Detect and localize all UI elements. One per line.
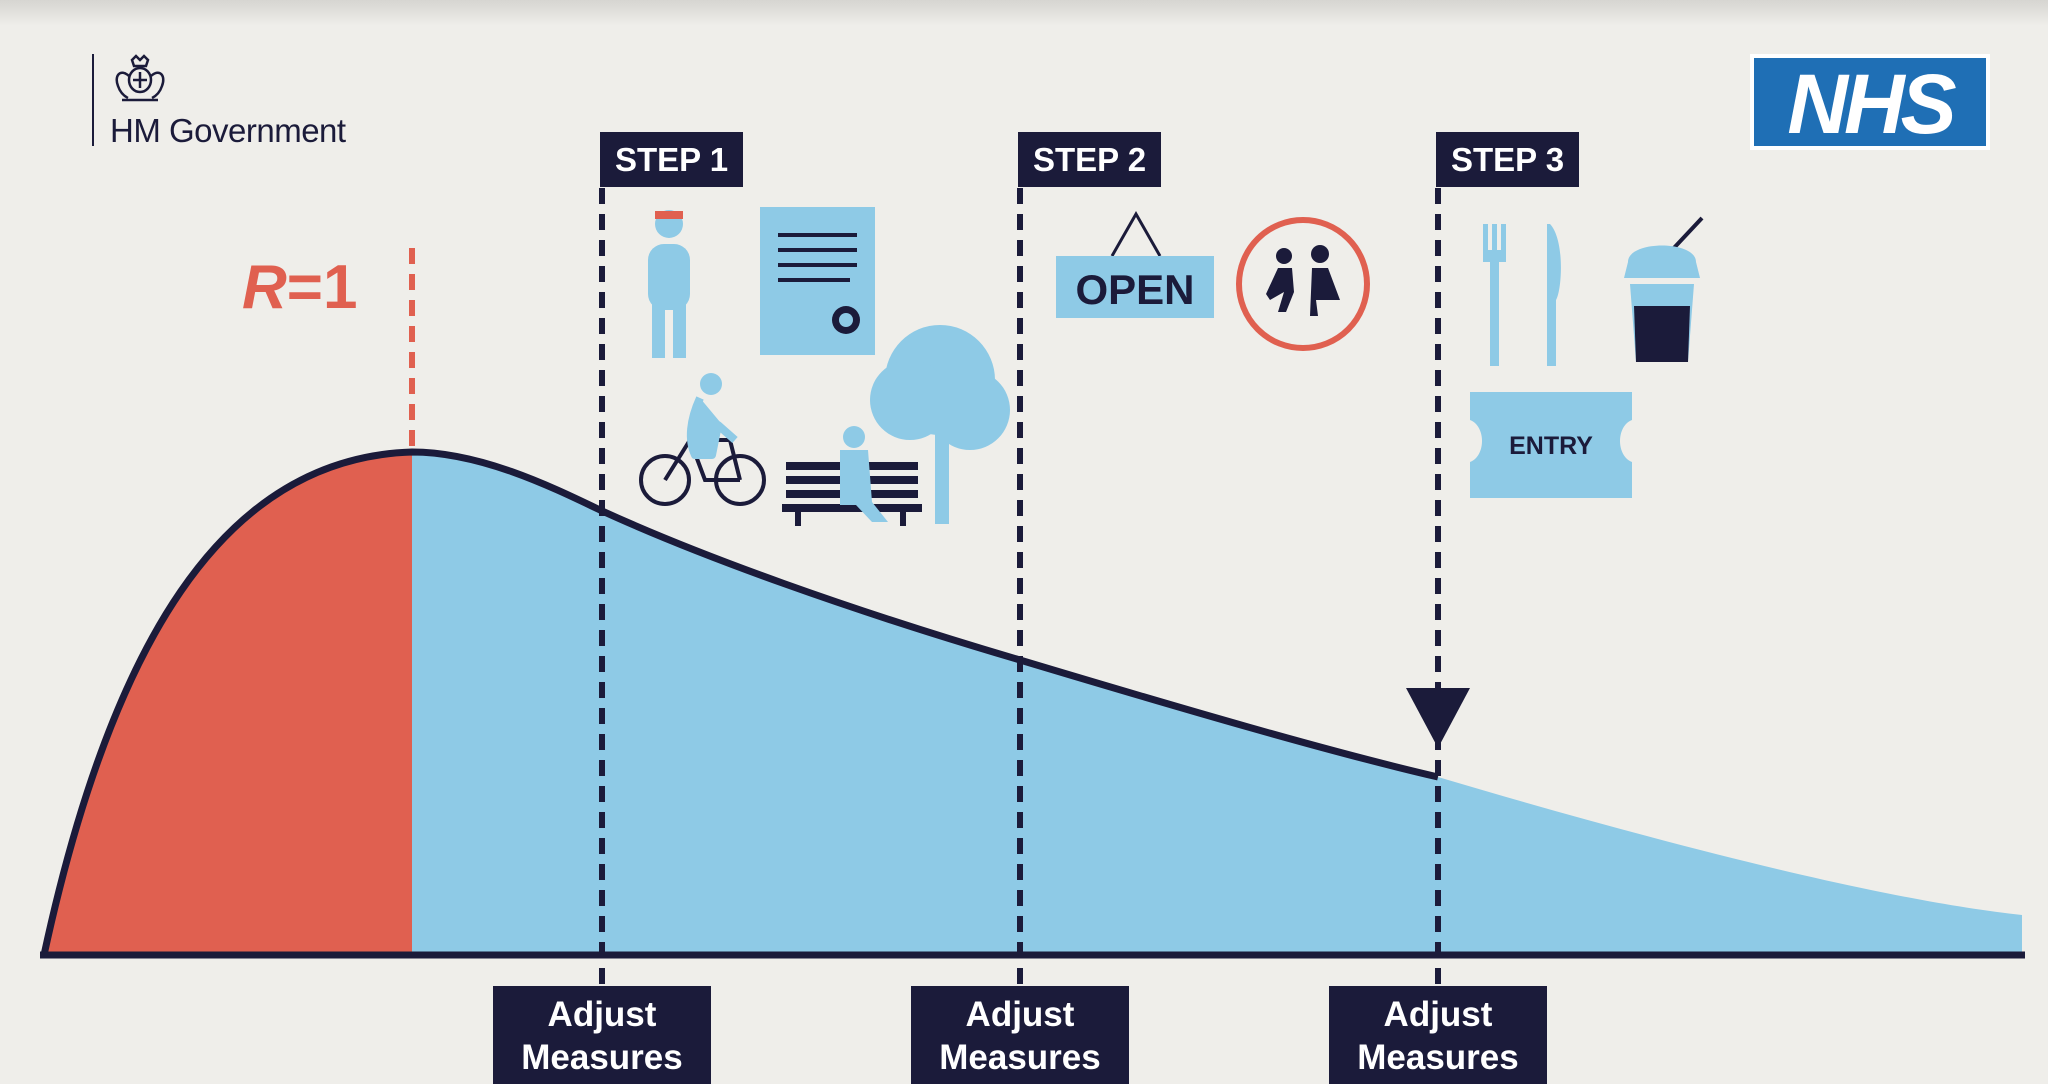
nhs-logo: NHS	[1750, 54, 1990, 150]
ticket-text: ENTRY	[1509, 432, 1593, 460]
step3-arrow-down-icon	[1406, 688, 1470, 748]
top-shadow	[0, 0, 2048, 26]
adjust-line1: Adjust	[547, 995, 657, 1034]
adjust-line1: Adjust	[965, 995, 1075, 1034]
royal-crest-icon	[115, 54, 165, 102]
takeaway-drink-icon	[1624, 216, 1704, 362]
r-equals-one-label: R=1	[242, 252, 357, 323]
park-bench-tree-icon	[782, 325, 1010, 526]
r-value: 1	[323, 253, 358, 322]
open-sign-text: OPEN	[1075, 266, 1194, 313]
certificate-icon	[760, 207, 875, 355]
government-name: HM Government	[110, 112, 346, 149]
adjust-measures-label-2: Adjust Measures	[911, 986, 1129, 1084]
r-symbol: R	[242, 253, 287, 322]
adjust-line2: Measures	[521, 1038, 683, 1077]
entry-ticket-icon: ENTRY	[1470, 392, 1632, 498]
open-sign-icon: OPEN	[1056, 210, 1214, 318]
adjust-line2: Measures	[939, 1038, 1101, 1077]
adjust-line2: Measures	[1357, 1038, 1519, 1077]
cycling-icon	[639, 373, 766, 506]
step-1-label: STEP 1	[600, 132, 744, 187]
adjust-measures-label-1: Adjust Measures	[493, 986, 711, 1084]
school-children-icon	[1236, 217, 1370, 351]
curve-area-red	[44, 452, 412, 955]
r-operator: =	[286, 253, 323, 322]
fork-knife-icon	[1483, 224, 1561, 366]
step-2-label: STEP 2	[1018, 132, 1162, 187]
hm-government-logo: HM Government	[92, 54, 346, 149]
nhs-logo-text: NHS	[1787, 57, 1956, 151]
person-with-mask-icon	[648, 210, 690, 358]
step-3-label: STEP 3	[1436, 132, 1580, 187]
adjust-line1: Adjust	[1383, 995, 1493, 1034]
curve-area-blue	[412, 452, 2022, 955]
adjust-measures-label-3: Adjust Measures	[1329, 986, 1547, 1084]
